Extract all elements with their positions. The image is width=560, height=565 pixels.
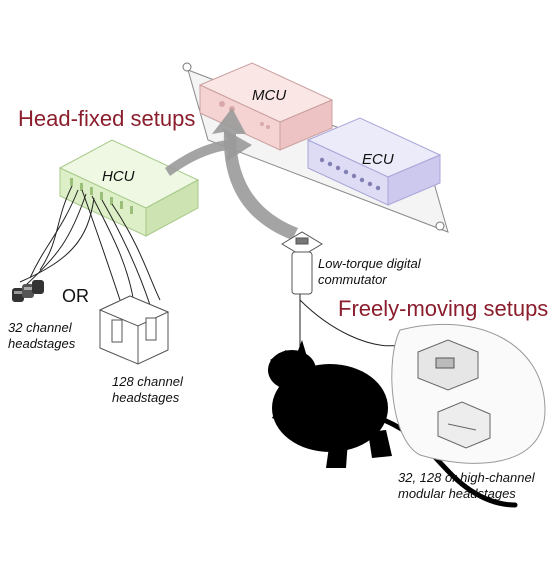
ecu-box: [306, 117, 442, 206]
hcu-label: HCU: [102, 168, 135, 185]
modular-headstage-bubble: [391, 323, 546, 464]
ecu-label: ECU: [362, 151, 394, 168]
hcu-box: [58, 139, 200, 237]
mcu-label: MCU: [252, 87, 287, 104]
mcu-box: [198, 62, 334, 151]
arrows: [165, 108, 298, 240]
or-label: OR: [62, 286, 89, 306]
freely-moving-heading: Freely-moving setups: [338, 296, 549, 321]
head-fixed-heading: Head-fixed setups: [18, 106, 196, 131]
headstage-128-icon: [98, 295, 170, 365]
headstage-32-icon: [12, 280, 44, 302]
commutator-icon: [281, 231, 323, 295]
